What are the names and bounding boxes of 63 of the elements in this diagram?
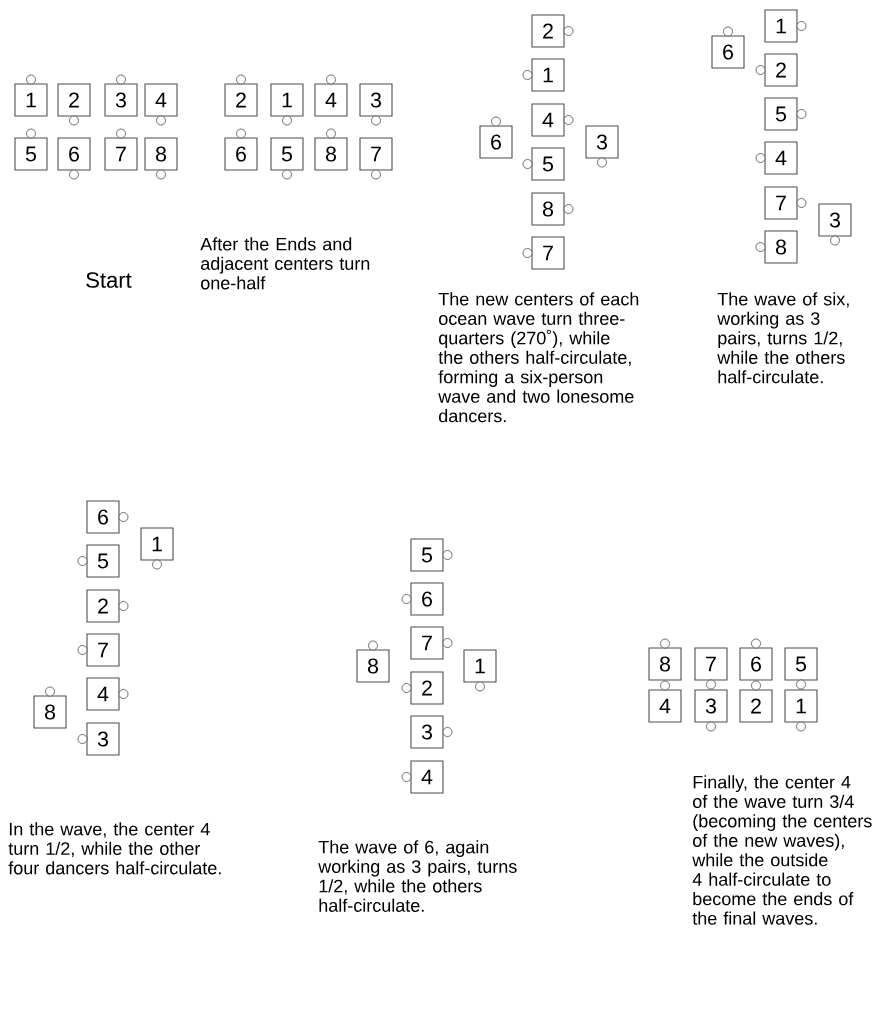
dancer-box: 8 (648, 638, 682, 681)
caption: In the wave, the center 4 turn 1/2, while the other four dancers half-circulate. (8, 822, 221, 875)
dancer-box: 3 (585, 125, 619, 168)
dancer-box: 2 (57, 83, 91, 126)
dancer-box: 1 (270, 83, 304, 126)
dancer-box: 3 (818, 203, 852, 246)
dancer-box: 8 (33, 686, 67, 729)
dancer-box: 4 (531, 103, 574, 137)
dancer-box: 5 (77, 544, 120, 578)
dancer-box: 2 (739, 680, 773, 723)
caption: Finally, the center 4 of the wave turn 3/4 (becoming the centers of the new waves), while the outside 4 half-circulate to become the ends of the final waves. (692, 775, 872, 925)
dancer-box: 8 (144, 137, 178, 180)
dancer-box: 5 (764, 97, 807, 131)
dancer-box: 6 (401, 582, 444, 616)
dancer-box: 2 (86, 589, 129, 623)
dancer-box: 5 (784, 647, 818, 690)
dancer-box: 7 (104, 128, 138, 171)
dancer-box: 7 (77, 633, 120, 667)
dancer-box: 2 (755, 53, 798, 87)
dancer-box: 6 (57, 137, 91, 180)
dancer-box: 5 (410, 538, 453, 572)
caption: The wave of 6, again working as 3 pairs, turns 1/2, while the others half-circulate. (318, 840, 517, 912)
caption: The new centers of each ocean wave turn three-quarters (270˚), while the others half-circulate, forming a six-person wave and two lonesome dancers. (438, 292, 639, 423)
dancer-box: 1 (140, 527, 174, 570)
dancer-box: 4 (144, 83, 178, 126)
dancer-box: 7 (522, 236, 565, 270)
dancer-box: 1 (14, 74, 48, 117)
dancer-box: 3 (359, 83, 393, 126)
dancer-box: 1 (522, 58, 565, 92)
dancer-box: 8 (356, 640, 390, 683)
dancer-box: 2 (401, 671, 444, 705)
dancer-box: 6 (224, 128, 258, 171)
dancer-box: 7 (764, 186, 807, 220)
dancer-box: 8 (755, 230, 798, 264)
dancer-box: 2 (531, 14, 574, 48)
dancer-box: 1 (764, 9, 807, 43)
dancer-box: 3 (694, 689, 728, 732)
dancer-box: 3 (410, 715, 453, 749)
dancer-box: 7 (359, 137, 393, 180)
dancer-box: 6 (711, 26, 745, 69)
dancer-box: 3 (104, 74, 138, 117)
caption: Start (86, 272, 132, 288)
dancer-box: 6 (86, 500, 129, 534)
dancer-box: 1 (784, 689, 818, 732)
dancer-box: 6 (479, 116, 513, 159)
dancer-box: 1 (463, 649, 497, 692)
dancer-box: 8 (531, 192, 574, 226)
dancer-box: 4 (86, 677, 129, 711)
dancer-box: 7 (694, 647, 728, 690)
dancer-box: 7 (410, 626, 453, 660)
dancer-box: 4 (755, 141, 798, 175)
caption: After the Ends and adjacent centers turn one-half (200, 237, 370, 290)
dancer-box: 5 (270, 137, 304, 180)
dancer-box: 5 (522, 147, 565, 181)
dancer-box: 8 (314, 128, 348, 171)
dancer-box: 5 (14, 128, 48, 171)
dancer-box: 4 (648, 680, 682, 723)
dancer-box: 3 (77, 722, 120, 756)
caption: The wave of six, working as 3 pairs, turns 1/2, while the others half-circulate. (717, 292, 849, 384)
dancer-box: 4 (401, 760, 444, 794)
dancer-box: 2 (224, 74, 258, 117)
dancer-box: 6 (739, 638, 773, 681)
dancer-box: 4 (314, 74, 348, 117)
